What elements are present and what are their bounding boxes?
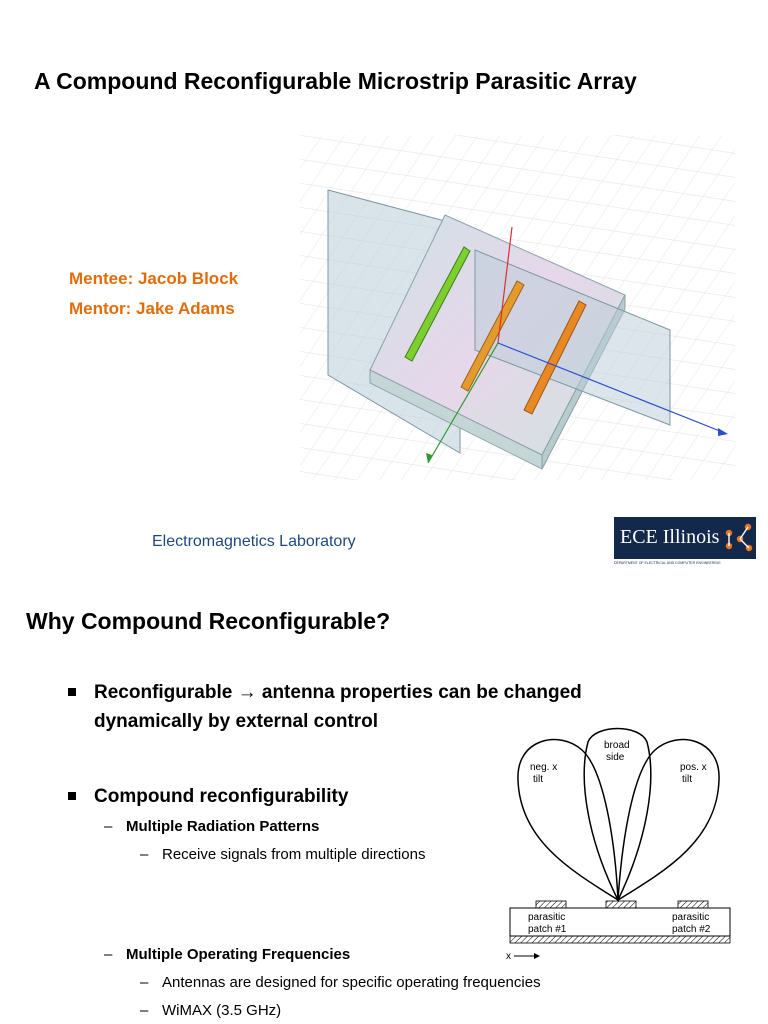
logo-text: ECE Illinois xyxy=(620,526,720,548)
pos-tilt-label-2: tilt xyxy=(682,774,692,785)
sub-bullet-frequencies: –Multiple Operating Frequencies xyxy=(104,946,350,963)
dash-marker: – xyxy=(104,818,113,835)
bullet-compound: Compound reconfigurability xyxy=(68,782,349,811)
x-axis-label: x xyxy=(506,951,511,962)
sub-bullet-text: Multiple Radiation Patterns xyxy=(126,818,320,835)
dash-marker: – xyxy=(140,974,149,991)
bullet-square-icon xyxy=(68,792,76,800)
parasitic-right-label-1: parasitic xyxy=(672,912,709,923)
parasitic-patch-2 xyxy=(677,900,709,909)
page-title: A Compound Reconfigurable Microstrip Par… xyxy=(34,68,637,94)
parasitic-left-label-1: parasitic xyxy=(528,912,565,923)
lobe-pos-tilt xyxy=(617,738,720,902)
mentor-label: Mentor: Jake Adams xyxy=(69,299,235,318)
lab-name: Electromagnetics Laboratory xyxy=(152,533,356,550)
bullet-text: antenna properties can be changed xyxy=(261,682,582,703)
logo-subtitle: DEPARTMENT OF ELECTRICAL AND COMPUTER EN… xyxy=(614,561,721,565)
parasitic-patch-1 xyxy=(535,900,567,909)
x-arrowhead-icon xyxy=(534,953,540,959)
sub-bullet-radiation: –Multiple Radiation Patterns xyxy=(104,818,319,835)
sub-sub-bullet-directions: –Receive signals from multiple direction… xyxy=(140,846,425,863)
dash-marker: – xyxy=(104,946,113,963)
arrow-icon: → xyxy=(237,682,257,703)
sub-sub-bullet-designed: –Antennas are designed for specific oper… xyxy=(140,974,541,991)
dash-marker: – xyxy=(140,846,149,863)
bullet-text: Reconfigurable xyxy=(94,682,233,703)
lobe-broadside xyxy=(583,727,652,902)
broadside-label-2: side xyxy=(606,752,625,763)
driven-patch xyxy=(605,900,637,909)
mentee-label: Mentee: Jacob Block xyxy=(69,269,239,288)
broadside-label-1: broad xyxy=(604,740,630,751)
sub-bullet-text: WiMAX (3.5 GHz) xyxy=(162,1002,282,1019)
bullet-text: dynamically by external control xyxy=(94,711,379,732)
ece-illinois-logo: ECE Illinois DEPARTMENT OF ELECTRICAL AN… xyxy=(614,517,756,572)
radiation-pattern-diagram: neg. x tilt broad side pos. x tilt paras… xyxy=(506,727,731,962)
sub-bullet-text: Antennas are designed for specific opera… xyxy=(162,974,541,991)
antenna-3d-render xyxy=(300,135,735,480)
sub-sub-bullet-wimax: –WiMAX (3.5 GHz) xyxy=(140,1002,281,1019)
circuit-icon xyxy=(725,523,753,552)
pos-tilt-label-1: pos. x xyxy=(680,762,707,773)
bullet-square-icon xyxy=(68,688,76,696)
neg-tilt-label-2: tilt xyxy=(533,774,543,785)
substrate xyxy=(509,907,731,937)
parasitic-right-label-2: patch #2 xyxy=(672,924,711,935)
bullet-text: Compound reconfigurability xyxy=(94,786,349,807)
ground-plane xyxy=(509,935,731,944)
sub-bullet-text: Multiple Operating Frequencies xyxy=(126,946,351,963)
dash-marker: – xyxy=(140,1002,149,1019)
parasitic-left-label-2: patch #1 xyxy=(528,924,567,935)
section-title: Why Compound Reconfigurable? xyxy=(26,608,391,634)
neg-tilt-label-1: neg. x xyxy=(530,762,557,773)
sub-bullet-text: Receive signals from multiple directions xyxy=(162,846,426,863)
lobe-neg-tilt xyxy=(517,738,619,902)
bullet-reconfigurable: Reconfigurable → antenna properties can … xyxy=(68,678,694,736)
